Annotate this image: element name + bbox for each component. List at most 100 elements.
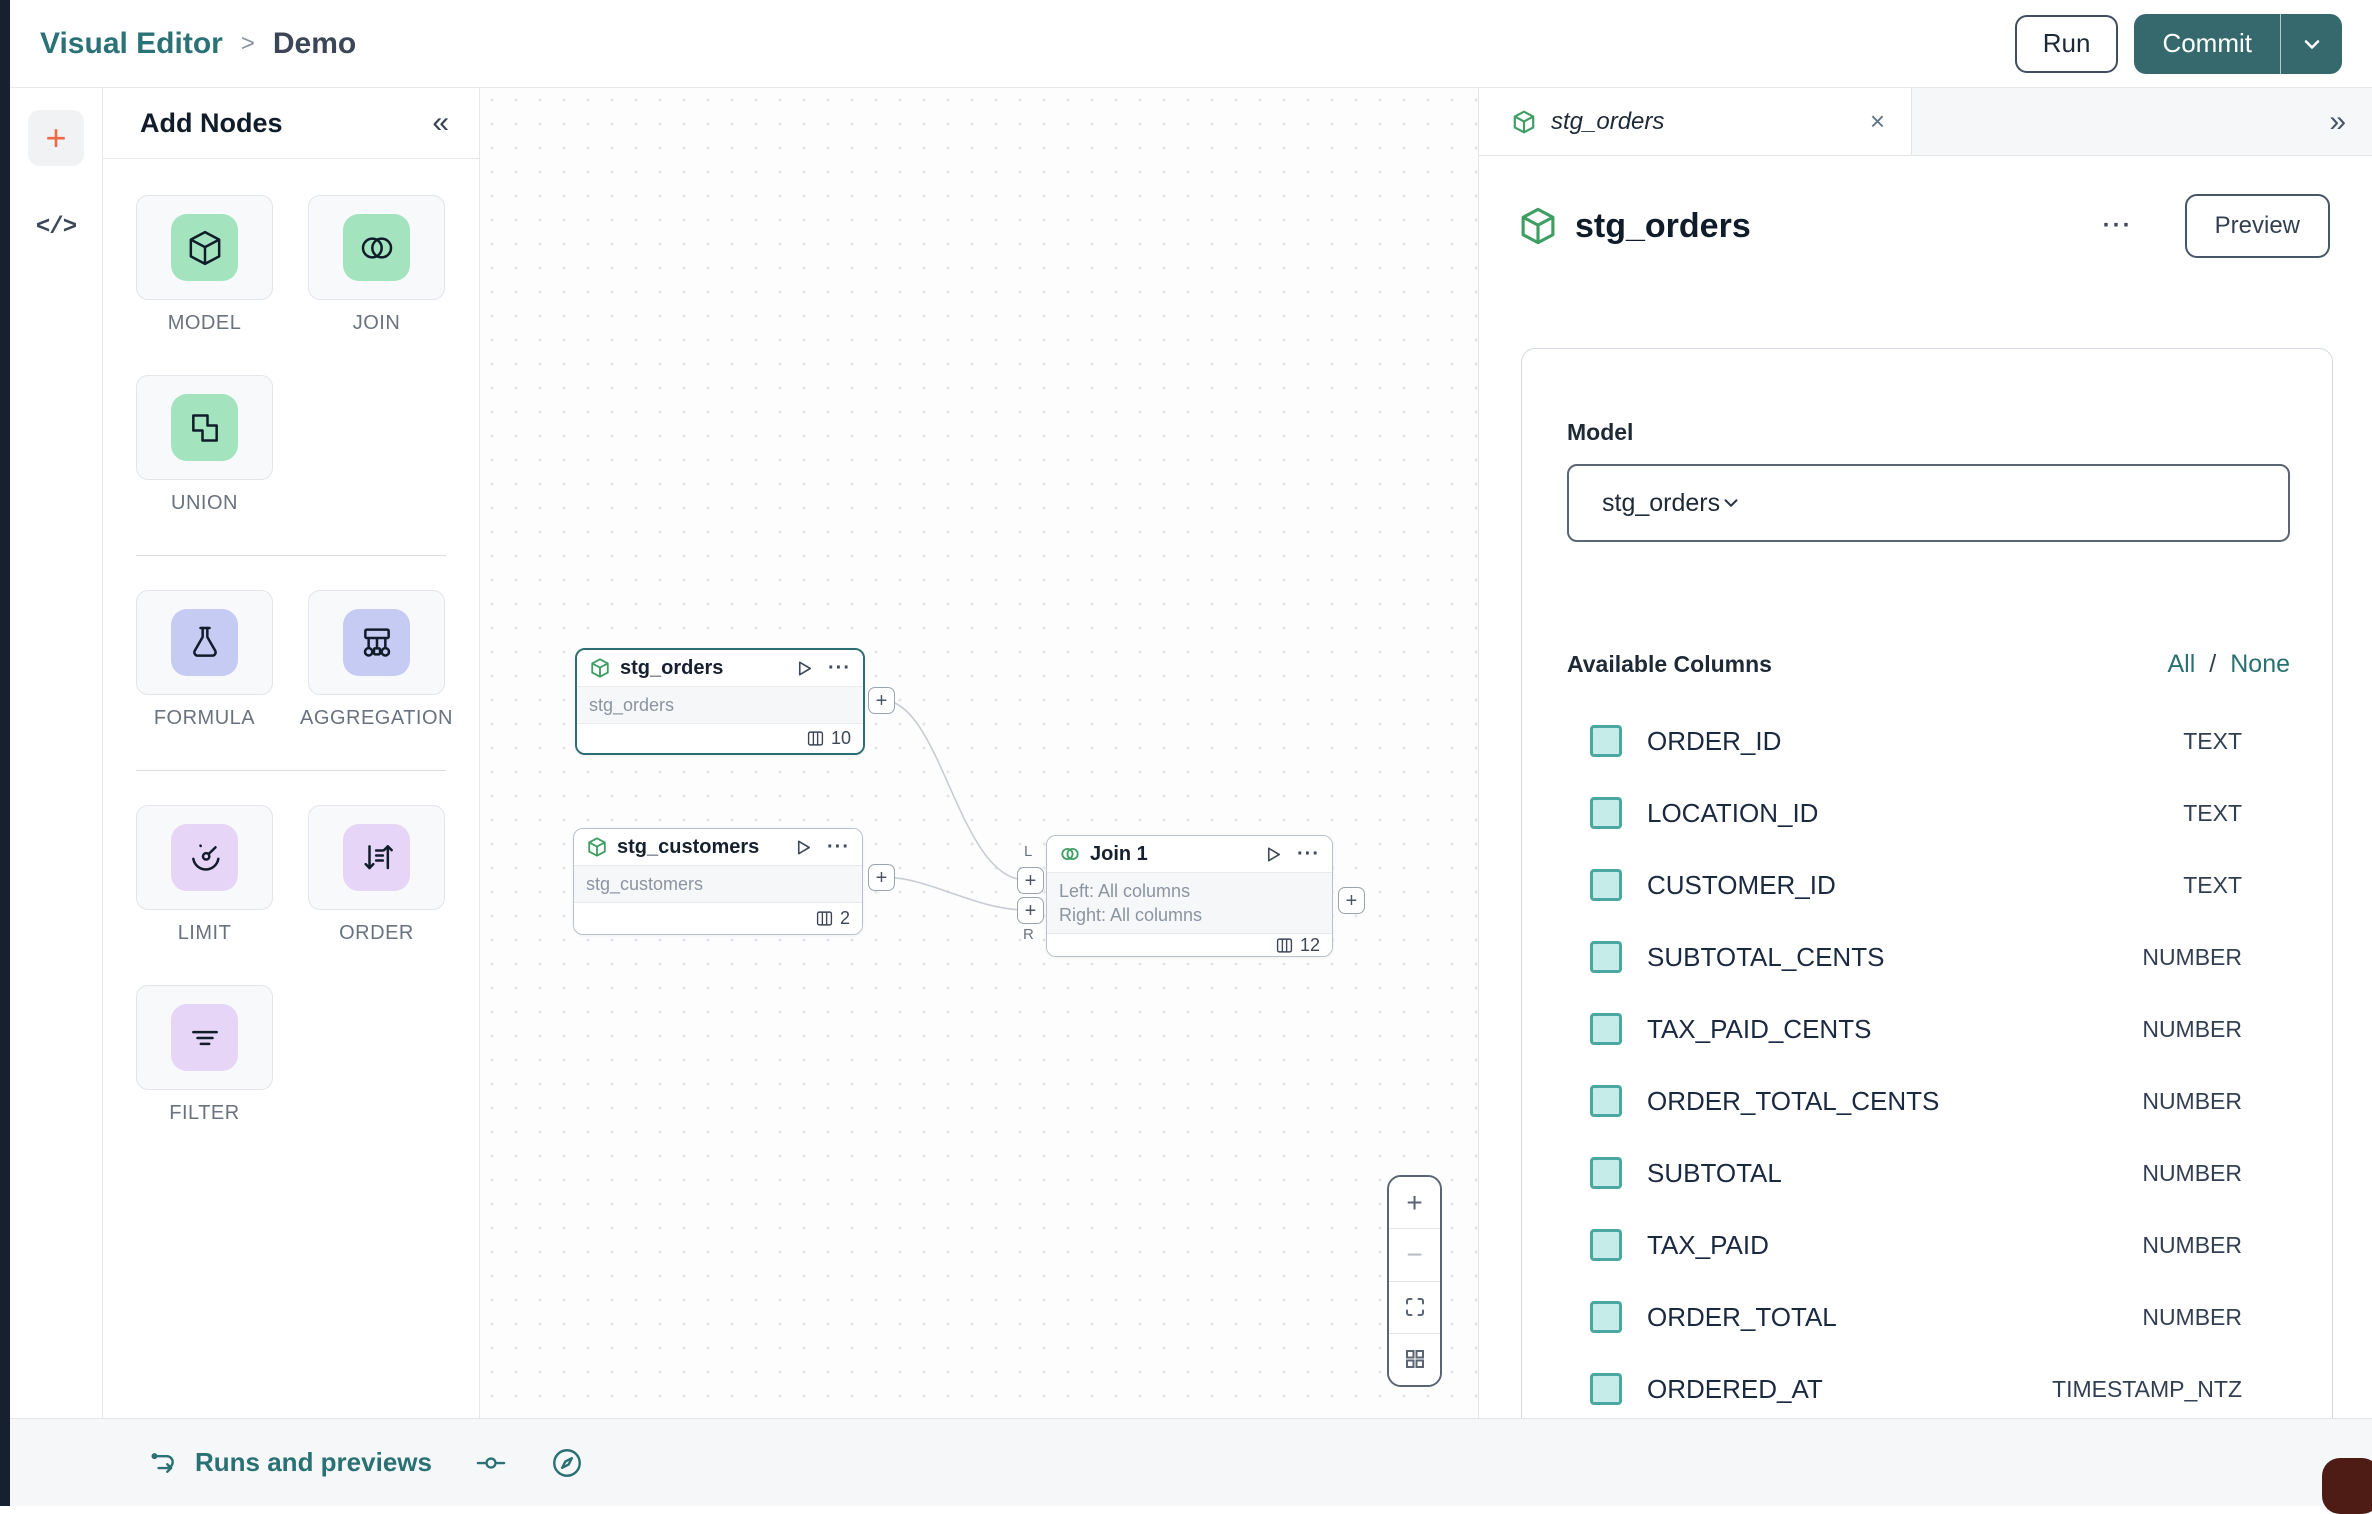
select-none-link[interactable]: None [2230,650,2290,678]
preview-button[interactable]: Preview [2184,194,2330,258]
tile-filter[interactable] [136,985,273,1090]
column-row[interactable]: SUBTOTAL NUMBER [1522,1137,2332,1209]
canvas-node-stg-orders[interactable]: stg_orders ··· stg_orders 10 [575,648,865,755]
column-type: NUMBER [2142,1015,2242,1042]
cube-icon [1511,109,1537,135]
cube-icon [589,657,611,679]
column-name: ORDERED_AT [1647,1373,1823,1404]
compass-icon[interactable] [550,1446,584,1480]
column-row[interactable]: LOCATION_ID TEXT [1522,777,2332,849]
run-button[interactable]: Run [2014,14,2119,73]
column-type: TEXT [2183,871,2242,898]
node-menu-button[interactable]: ··· [1297,842,1320,865]
column-name: ORDER_ID [1647,725,1782,756]
dag-canvas[interactable]: stg_orders ··· stg_orders 10 + [480,88,1478,1418]
column-checkbox[interactable] [1590,725,1622,757]
node-run-button[interactable] [792,836,815,859]
tile-aggregation[interactable] [308,590,445,695]
column-type: NUMBER [2142,1087,2242,1114]
column-checkbox[interactable] [1590,941,1622,973]
breadcrumb-visual-editor[interactable]: Visual Editor [40,26,223,60]
expand-panel-button[interactable]: » [2303,88,2372,155]
columns-list: ORDER_ID TEXT LOCATION_ID TEXT CUSTOMER_… [1522,705,2332,1418]
column-row[interactable]: ORDERED_AT TIMESTAMP_NTZ [1522,1353,2332,1418]
node-title: stg_orders [620,656,724,679]
chevron-down-icon [2300,32,2324,56]
chat-bubble-button[interactable] [2322,1458,2372,1514]
column-checkbox[interactable] [1590,1301,1622,1333]
port-join-left-input[interactable]: + [1017,867,1044,894]
column-checkbox[interactable] [1590,1373,1622,1405]
column-row[interactable]: CUSTOMER_ID TEXT [1522,849,2332,921]
node-menu-button[interactable]: ··· [827,835,850,858]
add-node-rail-button[interactable]: + [28,110,84,166]
tile-model[interactable] [136,195,273,300]
model-select[interactable]: stg_orders [1567,464,2290,542]
auto-layout-button[interactable] [1389,1333,1440,1385]
canvas-node-join-1[interactable]: Join 1 ··· Left: All columns Right: All … [1046,835,1333,957]
runs-and-previews-button[interactable]: Runs and previews [147,1447,432,1478]
aggregation-tree-icon [343,609,410,676]
column-checkbox[interactable] [1590,1085,1622,1117]
collapse-panel-button[interactable]: « [432,106,449,139]
code-view-button[interactable]: </> [35,214,77,241]
node-config-card: Model stg_orders Available Columns All /… [1521,348,2333,1418]
flask-icon [171,609,238,676]
zoom-in-button[interactable]: + [1389,1177,1440,1230]
column-row[interactable]: TAX_PAID NUMBER [1522,1209,2332,1281]
fit-view-button[interactable] [1389,1281,1440,1334]
commit-button[interactable]: Commit [2134,13,2280,74]
available-columns-header: Available Columns All / None [1567,650,2290,679]
column-name: ORDER_TOTAL [1647,1301,1837,1332]
tile-union[interactable] [136,375,273,480]
tile-join[interactable] [308,195,445,300]
cube-icon [171,214,238,281]
select-all-link[interactable]: All [2167,650,2196,678]
column-type: NUMBER [2142,1159,2242,1186]
column-checkbox[interactable] [1590,1013,1622,1045]
column-name: SUBTOTAL_CENTS [1647,941,1885,972]
column-row[interactable]: ORDER_TOTAL_CENTS NUMBER [1522,1065,2332,1137]
column-row[interactable]: ORDER_ID TEXT [1522,705,2332,777]
tile-order[interactable] [308,805,445,910]
port-join-right-input[interactable]: + [1017,897,1044,924]
node-subtitle: stg_customers [574,865,862,903]
column-checkbox[interactable] [1590,869,1622,901]
node-run-button[interactable] [1262,843,1285,866]
column-row[interactable]: ORDER_TOTAL NUMBER [1522,1281,2332,1353]
column-row[interactable]: SUBTOTAL_CENTS NUMBER [1522,921,2332,993]
panel-menu-button[interactable]: ··· [2102,212,2133,239]
commit-split-button: Commit [2134,13,2342,74]
column-name: ORDER_TOTAL_CENTS [1647,1085,1940,1116]
canvas-node-stg-customers[interactable]: stg_customers ··· stg_customers 2 [573,828,863,935]
panel-header: stg_orders ··· Preview [1479,156,2372,258]
tile-formula[interactable] [136,590,273,695]
column-checkbox[interactable] [1590,797,1622,829]
node-title: Join 1 [1090,842,1148,865]
tab-title: stg_orders [1551,107,1665,135]
port-join-output[interactable]: + [1338,887,1365,914]
all-none-separator: / [2209,650,2217,678]
column-name: TAX_PAID_CENTS [1647,1013,1872,1044]
breadcrumb-demo[interactable]: Demo [272,26,357,60]
cube-icon [1517,205,1559,247]
column-name: SUBTOTAL [1647,1157,1782,1188]
tab-stg-orders[interactable]: stg_orders × [1479,88,1912,155]
tile-limit[interactable] [136,805,273,910]
code-icon: </> [35,214,77,241]
node-menu-button[interactable]: ··· [828,656,851,679]
zoom-out-button[interactable]: − [1389,1229,1440,1282]
column-row[interactable]: TAX_PAID_CENTS NUMBER [1522,993,2332,1065]
tile-label-model: MODEL [167,312,242,334]
commit-node-icon[interactable] [476,1452,506,1474]
tiles-divider [136,770,446,771]
close-tab-button[interactable]: × [1869,106,1885,136]
column-checkbox[interactable] [1590,1157,1622,1189]
port-stg-customers-output[interactable]: + [868,864,895,891]
column-checkbox[interactable] [1590,1229,1622,1261]
model-select-value: stg_orders [1602,488,1721,517]
node-run-button[interactable] [793,657,816,680]
port-stg-orders-output[interactable]: + [868,687,895,714]
commit-dropdown-button[interactable] [2280,13,2342,74]
canvas-zoom-toolbar: + − [1387,1175,1442,1387]
